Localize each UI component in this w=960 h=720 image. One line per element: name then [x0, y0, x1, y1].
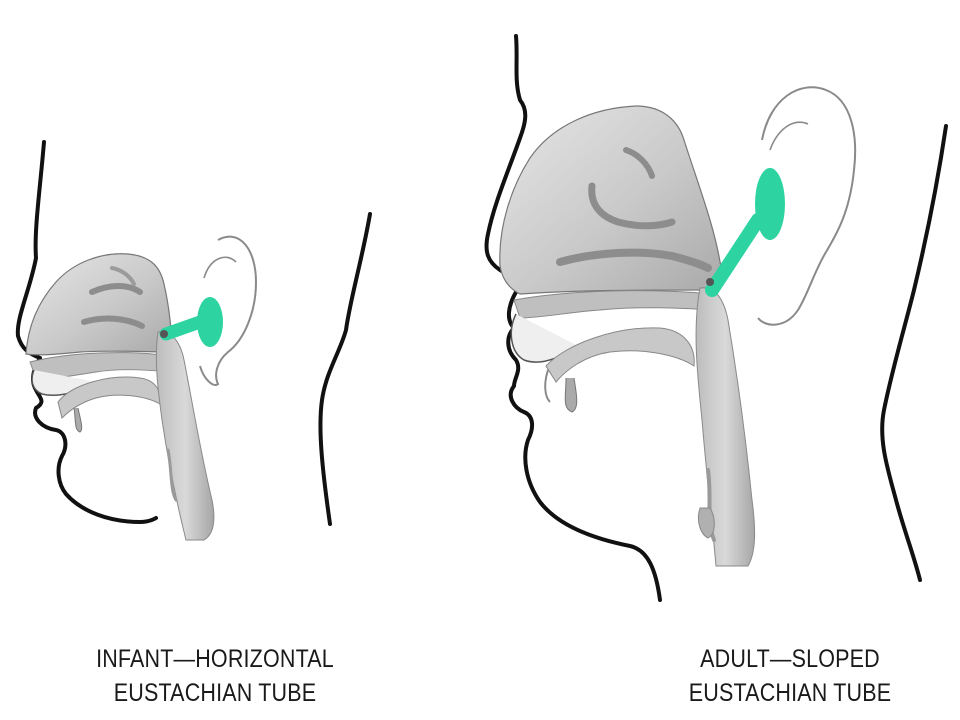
infant-larynx-fold — [166, 448, 178, 502]
adult-epiglottis — [564, 377, 578, 413]
infant-turbinate-3 — [110, 266, 136, 286]
infant-nasal-cavity — [25, 253, 173, 356]
adult-palate — [513, 290, 717, 319]
adult-caption: ADULT—SLOPED EUSTACHIAN TUBE — [640, 642, 941, 710]
adult-uvula — [544, 369, 551, 403]
adult-eustachian-tube — [705, 213, 765, 297]
infant-neck-outline — [318, 212, 372, 526]
infant-face-profile — [15, 140, 158, 524]
infant-turbinate-1 — [89, 283, 143, 295]
adult-neck-outline — [880, 124, 948, 582]
adult-ear — [757, 86, 857, 326]
adult-turbinate-1 — [588, 182, 676, 230]
infant-caption: INFANT—HORIZONTAL EUSTACHIAN TUBE — [65, 642, 366, 710]
adult-middle-ear-bulb — [755, 168, 785, 240]
adult-head-illustration — [484, 34, 948, 602]
adult-turbinate-2 — [623, 147, 655, 179]
infant-eustachian-tube — [159, 315, 207, 341]
adult-nasal-cavity — [499, 105, 723, 295]
infant-pharynx — [155, 331, 215, 541]
infant-tube-opening — [160, 330, 168, 338]
adult-face-profile — [484, 34, 662, 602]
adult-tongue — [545, 327, 695, 383]
infant-middle-ear-bulb — [197, 297, 223, 347]
infant-ear-inner — [203, 256, 237, 279]
infant-turbinate-2 — [81, 315, 145, 329]
adult-caption-line1: ADULT—SLOPED — [700, 645, 880, 673]
adult-larynx-blob — [697, 507, 715, 539]
adult-caption-line2: EUSTACHIAN TUBE — [688, 679, 892, 707]
infant-head-illustration — [15, 140, 372, 541]
infant-caption-line1: INFANT—HORIZONTAL — [96, 645, 334, 673]
adult-tube-opening — [706, 278, 714, 286]
infant-ear — [199, 235, 258, 386]
infant-caption-line2: EUSTACHIAN TUBE — [113, 679, 317, 707]
infant-epiglottis — [73, 407, 83, 433]
adult-turbinate-3 — [556, 248, 712, 272]
adult-ear-inner — [769, 121, 809, 151]
